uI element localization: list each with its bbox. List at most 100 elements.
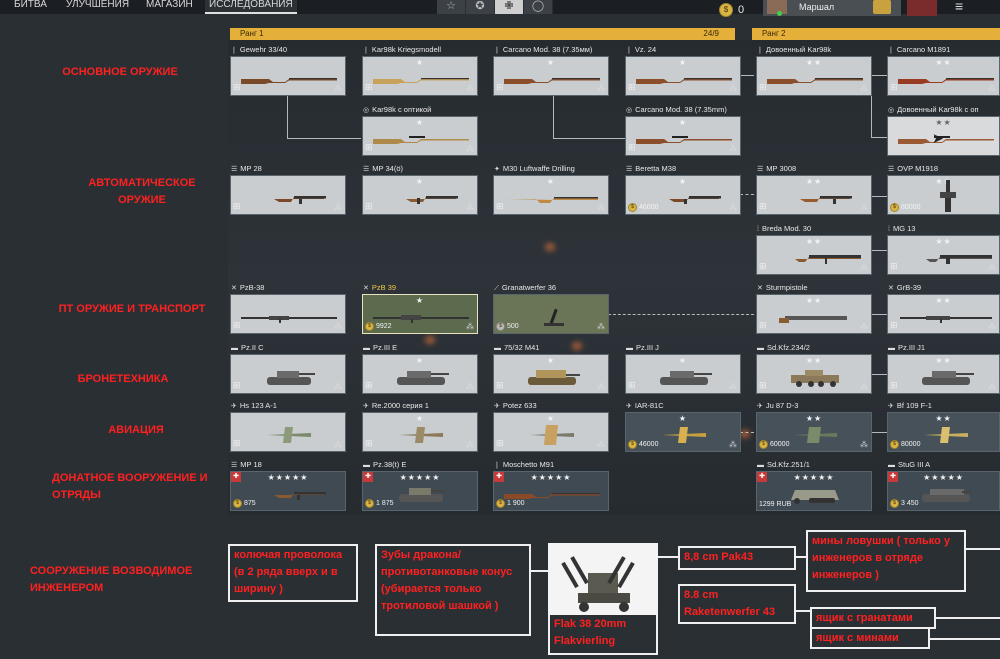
card-m41[interactable]: ★ ⊞ ⁂ xyxy=(493,354,609,394)
card-mp18[interactable]: ✚ ★★★★★ $875 xyxy=(230,471,346,511)
smg-icon xyxy=(765,191,865,204)
premium-badge-icon: ✚ xyxy=(888,472,898,482)
cart-icon: ⊞ xyxy=(496,82,504,92)
card-label-mp28: ☰MP 28 xyxy=(231,164,262,173)
card-stars: ★★ xyxy=(935,296,952,305)
card-iar[interactable]: ★ $46000 ⁂ xyxy=(625,412,741,452)
avatar xyxy=(767,0,787,14)
card-sdkfz251[interactable]: ✚ ★★★★★ 1299 RUB xyxy=(756,471,872,511)
card-dkar98k-opt[interactable]: ★★ xyxy=(887,116,1000,156)
card-mp3008[interactable]: ★★ ⊞ ⁂ xyxy=(756,175,872,215)
card-ovp[interactable]: ★★ $80000 xyxy=(887,175,1000,215)
squad-count-icon: ⁂ xyxy=(860,440,868,449)
mode-tab-axis[interactable]: ✙ xyxy=(495,0,524,14)
price-tag: $3 450 xyxy=(890,499,919,508)
mode-tab-other[interactable]: ◯ xyxy=(524,0,553,14)
card-potez[interactable]: ★ ⊞ ⁂ xyxy=(493,412,609,452)
card-label-gewehr: ❘Gewehr 33/40 xyxy=(231,45,287,54)
nav-research[interactable]: ИССЛЕДОВАНИЯ xyxy=(205,0,297,14)
rank1-label: Ранг 1 xyxy=(240,29,264,38)
tree-connector xyxy=(871,250,887,251)
price-tag: $1 875 xyxy=(365,499,394,508)
nav-upgrades[interactable]: УЛУЧШЕНИЯ xyxy=(66,0,130,10)
nav-shop[interactable]: МАГАЗИН xyxy=(146,0,193,10)
card-m30[interactable]: ★ ⊞ ⁂ xyxy=(493,175,609,215)
profile-panel[interactable]: Маршал xyxy=(763,0,901,16)
card-bf109[interactable]: ★★ $80000 xyxy=(887,412,1000,452)
card-label-mp18: ☰MP 18 xyxy=(231,460,262,469)
at-rifle-icon xyxy=(239,310,339,323)
squad-count-icon: ⁂ xyxy=(466,382,474,391)
card-kar98k-opt[interactable]: ★ ⊞ ⁂ xyxy=(362,116,478,156)
card-re2000[interactable]: ★ ⊞ ⁂ xyxy=(362,412,478,452)
card-carcano1891[interactable]: ★★ ⊞ ⁂ xyxy=(887,56,1000,96)
card-stug[interactable]: ✚ ★★★★★ $3 450 xyxy=(887,471,1000,511)
at-rifle-icon xyxy=(371,310,471,323)
plane-icon xyxy=(654,423,714,447)
card-mg13[interactable]: ★★ ⊞ ⁂ xyxy=(887,235,1000,275)
card-granat[interactable]: $500 ⁂ xyxy=(493,294,609,334)
card-stars: ★ xyxy=(546,58,556,67)
card-label-grb39: ✕GrB-39 xyxy=(888,283,922,292)
at-rifle-icon xyxy=(896,310,996,323)
card-pz2c[interactable]: ⊞ ⁂ xyxy=(230,354,346,394)
card-breda[interactable]: ★★ ⊞ ⁂ xyxy=(756,235,872,275)
card-gewehr[interactable]: ⊞ ⁂ xyxy=(230,56,346,96)
card-beretta[interactable]: ★ $46000 ⁂ xyxy=(625,175,741,215)
card-sdkfz234[interactable]: ★★ ⊞ ⁂ xyxy=(756,354,872,394)
squad-count-icon: ⁂ xyxy=(729,203,737,212)
card-stars: ★★ xyxy=(805,296,823,305)
card-pz3j1[interactable]: ★★ ⊞ ⁂ xyxy=(887,354,1000,394)
category-auto-weapons: АВТОМАТИЧЕСКОЕ ОРУЖИЕ xyxy=(88,177,196,206)
nav-battle[interactable]: БИТВА xyxy=(14,0,47,10)
cart-icon: ⊞ xyxy=(890,380,898,390)
mode-tab-allies[interactable]: ✪ xyxy=(466,0,495,14)
menu-icon[interactable]: ≡ xyxy=(955,0,964,14)
connector-line xyxy=(966,548,1000,550)
card-label-stug: ▬StuG III A xyxy=(888,460,931,469)
tree-connector-dashed xyxy=(740,432,754,433)
card-dkar98k[interactable]: ★★ ⊞ ⁂ xyxy=(756,56,872,96)
card-pz3e[interactable]: ★ ⊞ ⁂ xyxy=(362,354,478,394)
card-vz24[interactable]: ★ ⊞ ⁂ xyxy=(625,56,741,96)
cart-icon: ⊞ xyxy=(890,261,898,271)
cart-icon: ⊞ xyxy=(628,82,636,92)
card-label-granat: ⟋Granatwerfer 36 xyxy=(494,283,557,292)
card-ju87[interactable]: ★★ $60000 ⁂ xyxy=(756,412,872,452)
card-stars: ★ xyxy=(415,414,425,423)
card-sturm[interactable]: ★★ ⊞ ⁂ xyxy=(756,294,872,334)
card-pz3j[interactable]: ★ ⊞ ⁂ xyxy=(625,354,741,394)
squad-icon[interactable] xyxy=(907,0,937,16)
card-mp34[interactable]: ★ ⊞ ⁂ xyxy=(362,175,478,215)
smg-icon xyxy=(239,487,339,500)
card-hs123[interactable]: ⊞ ⁂ xyxy=(230,412,346,452)
card-mp28[interactable]: ⊞ ⁂ xyxy=(230,175,346,215)
squad-count-icon: ⁂ xyxy=(729,84,737,93)
card-carcano38[interactable]: ★ ⊞ ⁂ xyxy=(493,56,609,96)
card-pzb39[interactable]: ★ $9922 ⁂ xyxy=(362,294,478,334)
price-tag: $46000 xyxy=(628,440,658,449)
gold-coin-icon: $ xyxy=(759,440,768,449)
squad-count-icon: ⁂ xyxy=(334,203,342,212)
squad-count-icon: ⁂ xyxy=(466,84,474,93)
mouse-cursor-icon: ➤ xyxy=(932,130,944,146)
squad-count-icon: ⁂ xyxy=(860,322,868,331)
note-pak43: 8,8 cm Pak43 xyxy=(678,546,796,570)
squad-count-icon: ⁂ xyxy=(334,382,342,391)
card-moschetto[interactable]: ✚ ★★★★★ $1 900 xyxy=(493,471,609,511)
card-label-breda: ⁞Breda Mod. 30 xyxy=(757,224,812,233)
card-grb39[interactable]: ★★ ⊞ ⁂ xyxy=(887,294,1000,334)
card-label-carcano1891: ❘Carcano M1891 xyxy=(888,45,951,54)
squad-count-icon: ⁂ xyxy=(729,440,737,449)
mode-tab-star[interactable]: ☆ xyxy=(437,0,466,14)
card-kar98k[interactable]: ★ ⊞ ⁂ xyxy=(362,56,478,96)
squad-count-icon: ⁂ xyxy=(466,203,474,212)
ember-glow xyxy=(425,336,435,344)
cart-icon: ⊞ xyxy=(233,438,241,448)
squad-count-icon: ⁂ xyxy=(988,263,996,272)
card-carcano38b[interactable]: ★ ⊞ ⁂ xyxy=(625,116,741,156)
rifle-icon xyxy=(502,72,602,84)
note-dragon-teeth: Зубы дракона/ противотанковые конус (уби… xyxy=(375,544,531,636)
card-pz38t[interactable]: ✚ ★★★★★ $1 875 xyxy=(362,471,478,511)
card-pzb38[interactable]: ⊞ ⁂ xyxy=(230,294,346,334)
